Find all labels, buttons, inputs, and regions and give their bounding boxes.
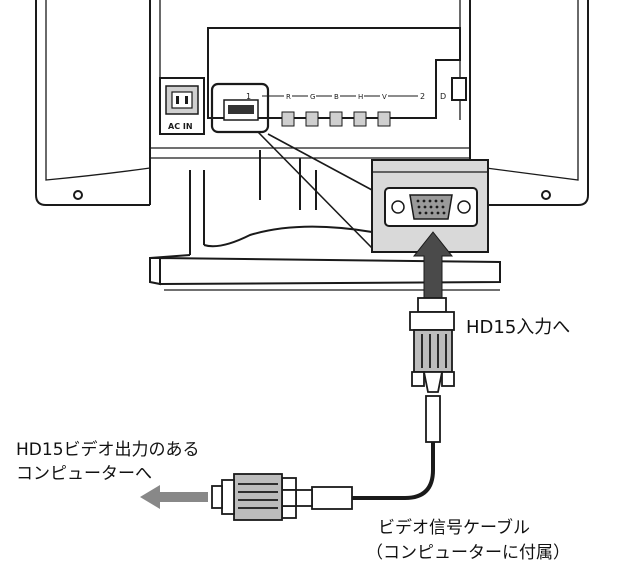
monitor-stand — [149, 150, 501, 291]
video-cable — [350, 442, 435, 500]
bnc-letter-r: R — [286, 93, 291, 101]
cable-label-line2: （コンピューターに付属） — [366, 543, 570, 563]
left-arrow-icon — [140, 485, 208, 509]
bnc-letters: R G B H V — [286, 93, 387, 101]
computer-label-line1: HD15ビデオ出力のある — [16, 440, 200, 460]
input2-label: 2 — [420, 92, 425, 101]
monitor-back — [35, 0, 589, 206]
ac-inlet-icon — [159, 77, 205, 135]
computer-plug — [211, 473, 353, 521]
input1-label: 1 — [246, 92, 251, 101]
monitor-plug — [409, 297, 455, 443]
bnc-connectors — [281, 111, 391, 127]
hd15-port-icon — [384, 187, 478, 227]
bnc-letter-h: H — [358, 93, 363, 101]
bnc-letter-g: G — [310, 93, 315, 101]
connector-panel — [207, 27, 467, 134]
d-label: D — [440, 92, 446, 101]
bnc-letter-v: V — [382, 93, 387, 101]
ac-in-label: AC IN — [168, 122, 193, 131]
zoom-lines — [257, 131, 373, 249]
bnc-letter-b: B — [334, 93, 339, 101]
hd15-input-label: HD15入力へ — [466, 317, 571, 338]
cable-label-line1: ビデオ信号ケーブル — [378, 518, 530, 538]
computer-label-line2: コンピューターへ — [16, 464, 152, 484]
input-port-icon — [223, 99, 259, 121]
